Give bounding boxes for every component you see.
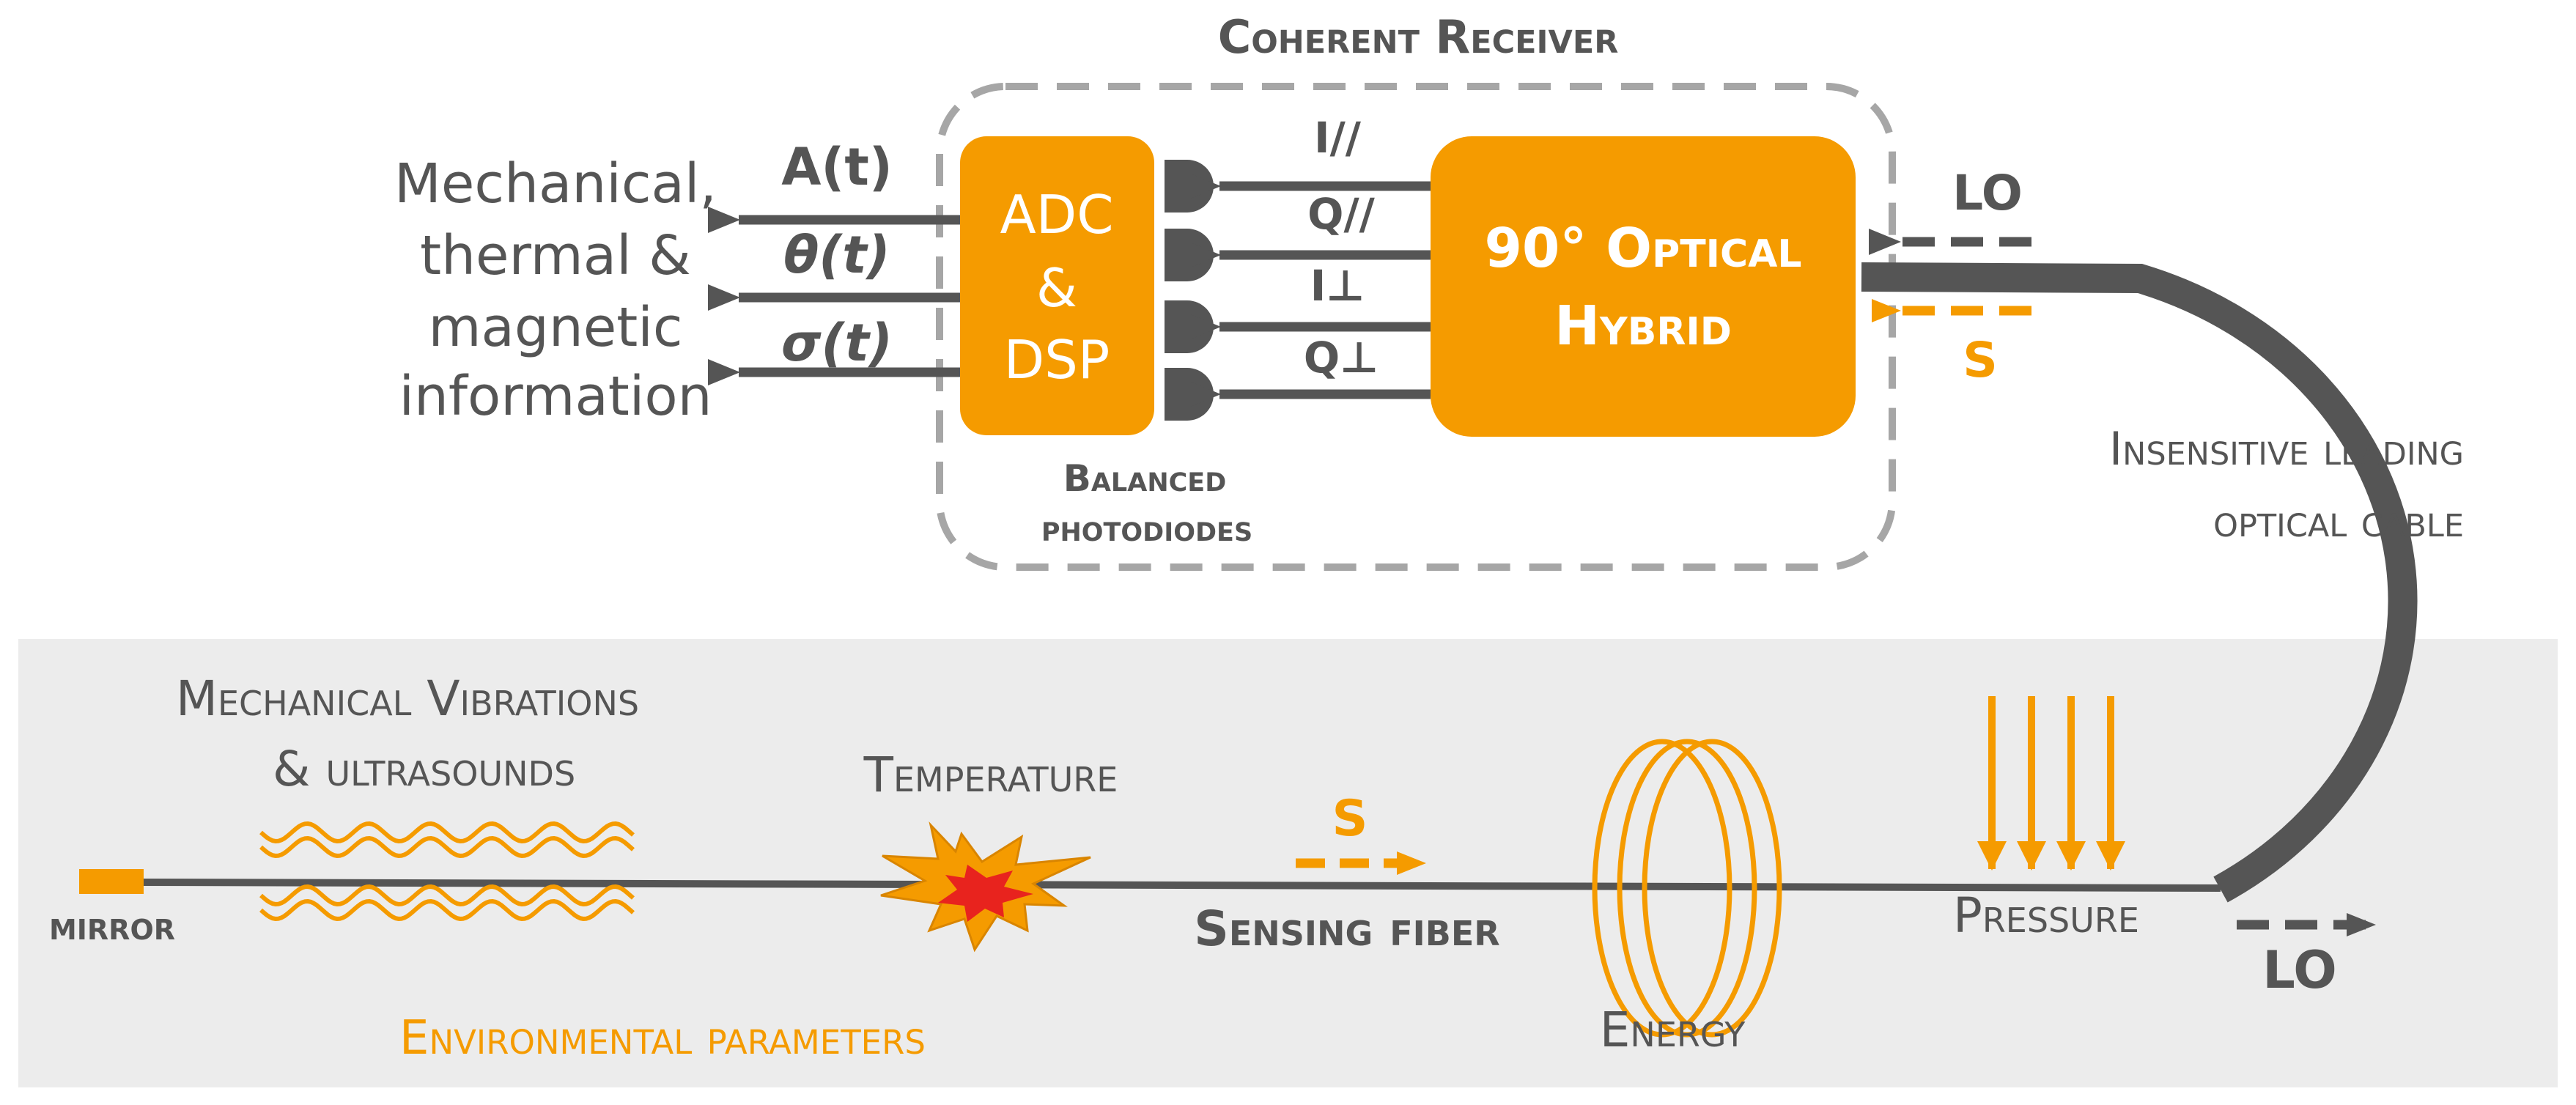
adc-dsp-block bbox=[960, 136, 1154, 435]
channel-label: I// bbox=[1314, 113, 1362, 163]
channel-label: I⊥ bbox=[1310, 261, 1365, 311]
coherent-receiver-box bbox=[936, 83, 1896, 571]
lo-input-label: LO bbox=[1952, 165, 2023, 221]
mirror-block bbox=[79, 869, 144, 894]
signal-label: S bbox=[1332, 790, 1368, 848]
leading-optical-cable bbox=[1861, 262, 2418, 903]
dsp-label: DSP bbox=[1004, 329, 1110, 391]
cable-label-line1: Insensitive leading bbox=[2109, 422, 2464, 476]
adc-ampersand: & bbox=[1036, 257, 1077, 319]
photodiode-icon bbox=[1165, 300, 1214, 353]
info-line: magnetic bbox=[428, 296, 682, 359]
temperature-label: Temperature bbox=[863, 747, 1118, 803]
s-input-label: S bbox=[1963, 332, 1998, 388]
mirror-label: mirror bbox=[49, 903, 175, 949]
output-amplitude-label: A(t) bbox=[781, 137, 893, 197]
adc-label: ADC bbox=[1000, 184, 1114, 245]
info-line: information bbox=[399, 365, 712, 428]
photodiode-icon bbox=[1165, 229, 1214, 281]
output-polarization-label: σ(t) bbox=[781, 313, 893, 373]
vibrations-label-line1: Mechanical Vibrations bbox=[176, 670, 639, 727]
energy-label: Energy bbox=[1600, 1002, 1746, 1058]
photodiode-icon bbox=[1165, 160, 1214, 212]
explosion-icon bbox=[880, 821, 1091, 953]
sensing-fiber-line bbox=[139, 879, 2221, 892]
pressure-label: Pressure bbox=[1953, 887, 2139, 944]
channel-label: Q// bbox=[1307, 189, 1375, 239]
info-line: Mechanical, bbox=[394, 152, 717, 215]
lo-output-label: LO bbox=[2262, 940, 2337, 1000]
photodiodes-label-line1: Balanced bbox=[1063, 457, 1227, 500]
channel-label: Q⊥ bbox=[1304, 333, 1379, 382]
wave-line bbox=[259, 821, 635, 844]
photodiode-icon bbox=[1165, 368, 1214, 421]
info-line: thermal & bbox=[420, 224, 691, 287]
hybrid-label-line1: 90° Optical bbox=[1484, 217, 1801, 280]
wave-line bbox=[259, 884, 635, 907]
hybrid-label-line2: Hybrid bbox=[1554, 295, 1732, 358]
wave-line bbox=[259, 898, 635, 922]
environmental-label: Environmental parameters bbox=[399, 1011, 926, 1065]
sensing-zone-panel bbox=[18, 639, 2558, 1087]
optical-hybrid-block bbox=[1431, 136, 1856, 437]
output-phase-label: θ(t) bbox=[783, 225, 890, 285]
cable-label-line2: optical cable bbox=[2213, 494, 2464, 547]
coil-icon bbox=[1592, 739, 1782, 1038]
coherent-receiver-title: Coherent Receiver bbox=[1218, 10, 1619, 64]
photodiodes-label-line2: photodiodes bbox=[1041, 507, 1252, 550]
vibrations-label-line2: & ultrasounds bbox=[273, 741, 575, 797]
wave-line bbox=[259, 835, 635, 859]
wave-icon bbox=[259, 821, 635, 922]
sensing-fiber-label: Sensing fiber bbox=[1194, 901, 1499, 957]
pressure-arrows bbox=[1977, 696, 2125, 871]
